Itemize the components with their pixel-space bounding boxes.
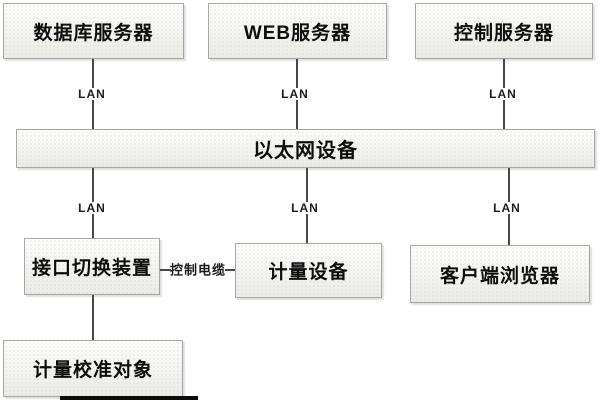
node-interface-switch: 接口切换装置	[24, 238, 160, 295]
lan-label-control: LAN	[487, 87, 519, 101]
node-client-browser: 客户端浏览器	[410, 245, 590, 303]
connector-switch-calibration	[92, 295, 94, 340]
node-control-server: 控制服务器	[415, 3, 593, 59]
lan-label-db: LAN	[76, 87, 108, 101]
bottom-edge-bar	[60, 396, 198, 400]
node-database-server: 数据库服务器	[3, 3, 184, 59]
control-cable-label: 控制电缆	[169, 262, 227, 278]
node-web-server: WEB服务器	[208, 3, 387, 59]
node-ethernet-device: 以太网设备	[16, 129, 595, 168]
connector-control-cable-right	[225, 269, 235, 271]
lan-label-browser: LAN	[491, 201, 523, 215]
lan-label-web: LAN	[279, 87, 311, 101]
lan-label-meter: LAN	[289, 201, 321, 215]
lan-label-switch: LAN	[76, 201, 108, 215]
connector-control-cable-left	[160, 269, 171, 271]
node-metering-device: 计量设备	[235, 243, 382, 298]
node-calibration-target: 计量校准对象	[3, 340, 183, 397]
